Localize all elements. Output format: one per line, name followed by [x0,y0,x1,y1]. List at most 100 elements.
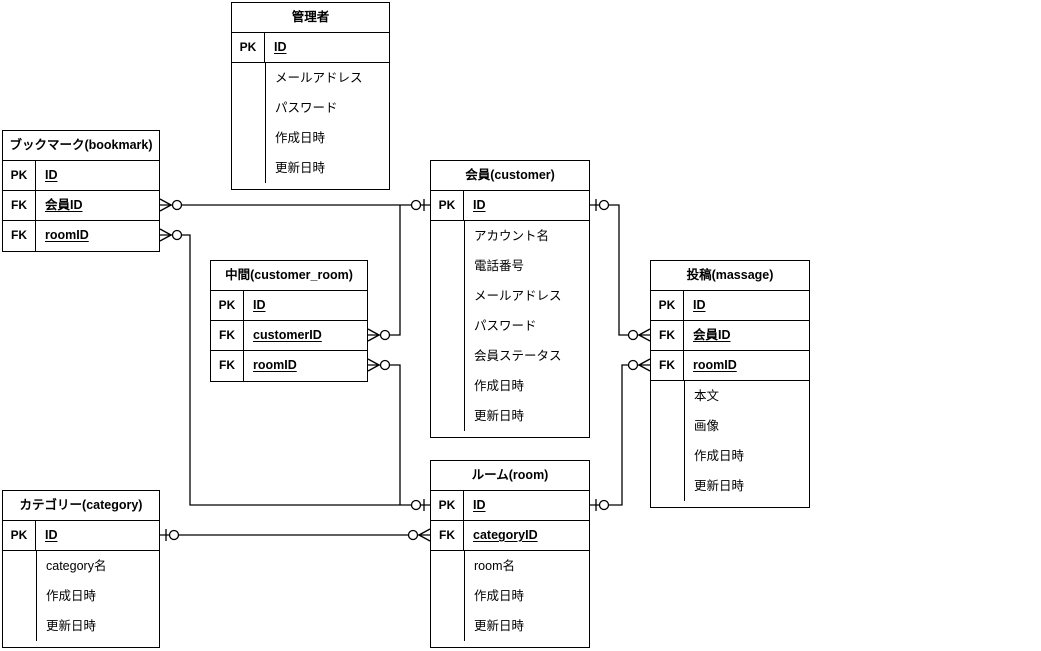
attribute-name: 作成日時 [474,379,525,393]
key-tag-label: FK [651,321,684,350]
key-tag-label: FK [3,221,36,251]
table-title: 管理者 [232,3,389,33]
key-row: PK ID [232,33,389,63]
attribute-name: 作成日時 [46,589,97,603]
key-field-name: roomID [45,228,89,242]
attribute-gutter [431,221,465,431]
key-tag-label: PK [431,191,464,220]
key-tag-label: FK [651,351,684,380]
key-row: FK 会員ID [3,191,159,221]
table-title: 投稿(massage) [651,261,809,291]
key-tag-label: FK [3,191,36,220]
crow-foot-many-icon [627,328,651,342]
key-row: PK ID [431,491,589,521]
attribute-name: 更新日時 [474,619,525,633]
key-tag-label: PK [431,491,464,520]
relationship-customerroom-roomid-to-room-id[interactable] [367,358,401,505]
attribute-list: 本文画像作成日時更新日時 [685,381,809,501]
key-field-name: ID [253,298,266,312]
attribute-section: category名作成日時更新日時 [3,551,159,647]
attribute-list: メールアドレスパスワード作成日時更新日時 [266,63,389,183]
cardinality-one-icon [410,199,425,211]
key-tag-label: FK [431,521,464,550]
attribute-list: category名作成日時更新日時 [37,551,159,641]
entity-table-category[interactable]: カテゴリー(category)PK ID category名作成日時更新日時 [2,490,160,648]
attribute-name: 電話番号 [474,259,525,273]
crow-foot-many-icon [407,528,431,542]
key-row: PK ID [3,521,159,551]
attribute-name: 画像 [694,419,720,433]
cardinality-one-icon [165,529,180,541]
crow-foot-many-icon [367,328,391,342]
attribute-gutter [651,381,685,501]
attribute-name: メールアドレス [275,71,363,85]
key-tag-label: PK [211,291,244,320]
table-title: カテゴリー(category) [3,491,159,521]
relationship-bookmark-kaiin-to-customer-id[interactable] [159,198,430,212]
key-field-name: ID [274,40,287,54]
key-tag-label: PK [3,161,36,190]
attribute-name: 作成日時 [275,131,326,145]
key-field-name: ID [473,198,486,212]
attribute-name: 更新日時 [474,409,525,423]
key-row: FK roomID [3,221,159,251]
key-field-name: 会員ID [45,198,83,212]
attribute-name: 作成日時 [474,589,525,603]
attribute-section: アカウント名電話番号メールアドレスパスワード会員ステータス作成日時更新日時 [431,221,589,437]
crow-foot-many-icon [159,198,183,212]
attribute-name: 更新日時 [694,479,745,493]
attribute-name: アカウント名 [474,229,550,243]
attribute-section: 本文画像作成日時更新日時 [651,381,809,507]
cardinality-one-icon [595,199,610,211]
attribute-list: room名作成日時更新日時 [465,551,589,641]
key-row: PK ID [211,291,367,321]
attribute-name: 本文 [694,389,720,403]
attribute-name: room名 [474,559,515,573]
key-field-name: 会員ID [693,328,731,342]
crow-foot-many-icon [367,358,391,372]
key-row: FK 会員ID [651,321,809,351]
relationship-bookmark-roomid-to-room-id[interactable] [159,228,430,511]
key-field-name: roomID [253,358,297,372]
entity-table-customer_room[interactable]: 中間(customer_room)PK ID FK customerID FK roomI… [210,260,368,382]
key-tag-label: PK [232,33,265,62]
key-tag-label: FK [211,321,244,350]
table-title: ブックマーク(bookmark) [3,131,159,161]
cardinality-one-icon [410,499,425,511]
attribute-section: メールアドレスパスワード作成日時更新日時 [232,63,389,189]
cardinality-one-icon [595,499,610,511]
relationship-customerroom-customerid-to-customer-id[interactable] [367,205,401,342]
attribute-name: 作成日時 [694,449,745,463]
entity-table-customer[interactable]: 会員(customer)PK ID アカウント名電話番号メールアドレスパスワード会員… [430,160,590,438]
key-field-name: ID [45,528,58,542]
key-tag-label: PK [3,521,36,550]
relationship-category-id-to-room-categoryid[interactable] [160,528,431,542]
table-title: 中間(customer_room) [211,261,367,291]
attribute-section: room名作成日時更新日時 [431,551,589,647]
key-field-name: customerID [253,328,322,342]
attribute-name: 会員ステータス [474,349,562,363]
attribute-gutter [3,551,37,641]
crow-foot-many-icon [159,228,183,242]
table-title: 会員(customer) [431,161,589,191]
key-tag-label: FK [211,351,244,381]
attribute-name: パスワード [275,101,338,115]
key-row: PK ID [431,191,589,221]
attribute-list: アカウント名電話番号メールアドレスパスワード会員ステータス作成日時更新日時 [465,221,589,431]
relationship-room-id-to-massage-roomid[interactable] [590,358,651,511]
key-field-name: ID [473,498,486,512]
relationship-customer-id-to-massage-kaiin[interactable] [590,199,651,342]
attribute-name: パスワード [474,319,537,333]
crow-foot-many-icon [627,358,651,372]
key-row: FK roomID [211,351,367,381]
attribute-name: メールアドレス [474,289,562,303]
attribute-name: category名 [46,559,107,573]
table-title: ルーム(room) [431,461,589,491]
